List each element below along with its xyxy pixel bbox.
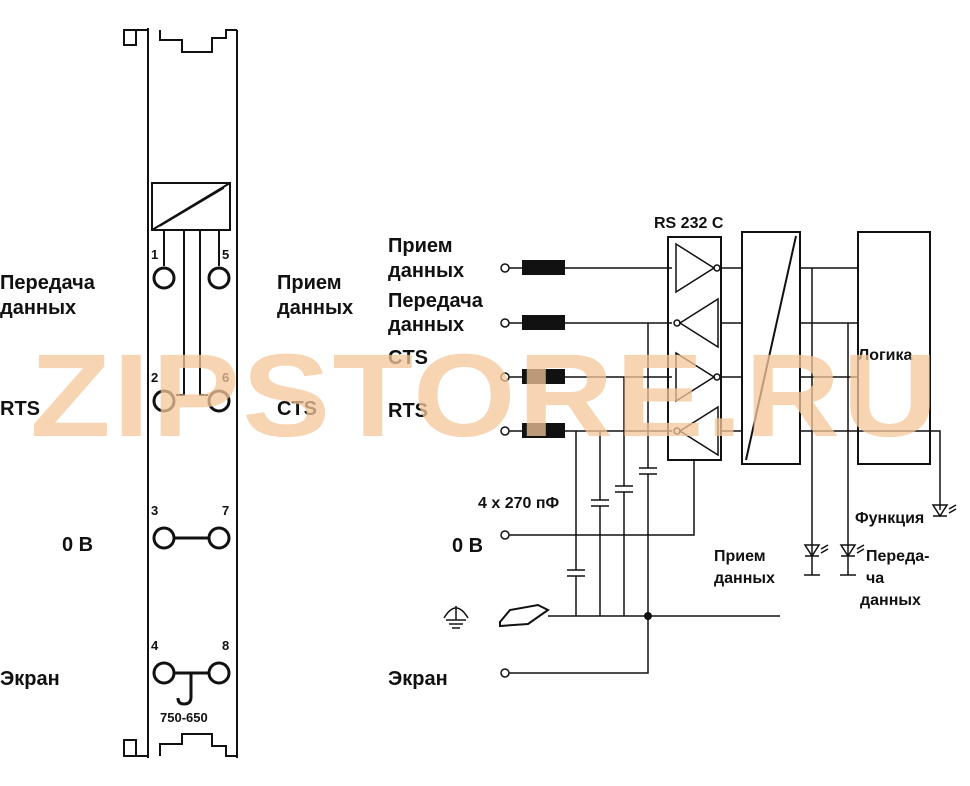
led-tx-icon xyxy=(839,544,865,558)
left-shield-label: Экран xyxy=(0,668,60,690)
terminal-8 xyxy=(207,661,231,685)
led-rx-icon xyxy=(803,544,829,558)
watermark: ZIPSTORE.RU xyxy=(30,330,940,462)
led-tx-label-2: ча xyxy=(866,570,884,587)
pin-4-label: 4 xyxy=(151,638,159,653)
isolation-to-logic xyxy=(800,267,941,510)
logic-block xyxy=(857,231,931,465)
led-wiring xyxy=(804,268,856,576)
isolation-block xyxy=(741,231,801,465)
pin-6-label: 6 xyxy=(222,370,229,385)
left-tx-label-2: данных xyxy=(0,297,76,319)
internal-wiring xyxy=(163,230,220,396)
ground-junction xyxy=(644,612,652,620)
rs232-to-isolation xyxy=(721,267,742,432)
capacitor-network xyxy=(548,323,780,617)
sch-tx-label-1: Передача xyxy=(388,290,484,312)
schematic xyxy=(443,231,957,678)
terminal-6 xyxy=(207,389,231,413)
led-function-label: Функция xyxy=(855,510,924,527)
ground-icon xyxy=(443,606,469,629)
led-rx-label-1: Прием xyxy=(714,548,766,565)
pin-1-label: 1 xyxy=(151,247,158,262)
sch-shield-label: Экран xyxy=(388,668,448,690)
pin-8-label: 8 xyxy=(222,638,229,653)
pin-5-label: 5 xyxy=(222,247,229,262)
terminal-5 xyxy=(207,266,231,290)
sch-tx-label-2: данных xyxy=(388,314,464,336)
pin-3-label: 3 xyxy=(151,503,158,518)
terminal-2 xyxy=(152,389,176,413)
converter-block xyxy=(151,182,231,231)
din-rail-symbol xyxy=(499,603,550,628)
filter-rx xyxy=(522,260,565,275)
zero-v-terminal xyxy=(500,530,510,540)
filter-cts xyxy=(522,369,565,384)
module-model-label: 750-650 xyxy=(160,710,208,725)
left-rts-label: RTS xyxy=(0,398,40,420)
filter-tx xyxy=(522,315,565,330)
led-tx-label-3: данных xyxy=(860,592,921,609)
shield-terminal xyxy=(500,668,510,678)
sch-rx-label-2: данных xyxy=(388,260,464,282)
led-rx-label-2: данных xyxy=(714,570,775,587)
left-tx-label-1: Передача xyxy=(0,272,96,294)
driver-buffers xyxy=(673,242,721,457)
rs232-transceiver xyxy=(667,236,722,461)
pin-7-label: 7 xyxy=(222,503,229,518)
mid-rx-label-2: данных xyxy=(277,297,353,319)
sch-cts-label: CTS xyxy=(388,347,428,369)
pin-2-label: 2 xyxy=(151,370,158,385)
left-0v-label: 0 В xyxy=(62,534,93,556)
sch-rts-label: RTS xyxy=(388,400,428,422)
led-tx-label-1: Переда- xyxy=(866,548,929,565)
mid-rx-label-1: Прием xyxy=(277,272,342,294)
sch-rx-label-1: Прием xyxy=(388,235,453,257)
capacitor-label: 4 x 270 пФ xyxy=(478,495,559,512)
terminal-1 xyxy=(152,266,176,290)
module-outline xyxy=(123,28,238,758)
rx-input-terminal xyxy=(500,263,510,273)
shield-bridge xyxy=(174,671,209,706)
mid-cts-label: CTS xyxy=(277,398,317,420)
terminal-7 xyxy=(207,526,231,550)
sch-0v-label: 0 В xyxy=(452,535,483,557)
led-function-icon xyxy=(931,504,957,518)
tx-input-terminal xyxy=(500,318,510,328)
terminal-3 xyxy=(152,526,176,550)
logic-label: Логика xyxy=(858,347,913,364)
filter-rts xyxy=(522,423,565,438)
rs232-label: RS 232 C xyxy=(654,215,724,232)
signal-lines xyxy=(509,267,695,674)
terminal-4 xyxy=(152,661,176,685)
terminal-module: 1 2 3 4 5 6 7 8 750-650 xyxy=(123,28,238,758)
